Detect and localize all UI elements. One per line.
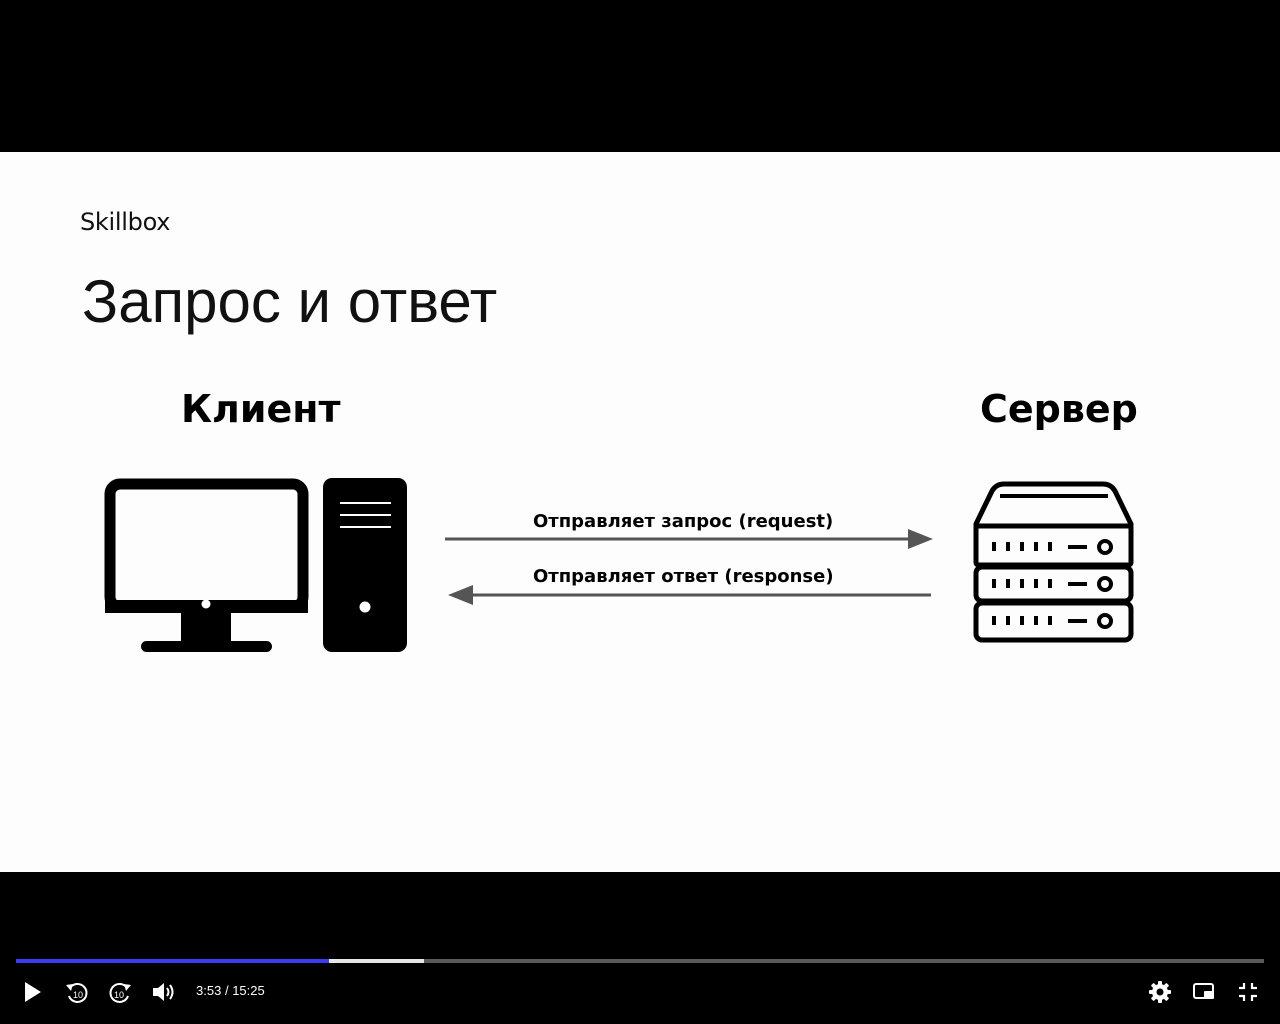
brand-logo: Skillbox — [80, 208, 171, 236]
volume-button[interactable] — [148, 976, 180, 1008]
server-icon — [973, 481, 1134, 643]
request-arrow — [445, 529, 933, 549]
client-label: Клиент — [181, 387, 341, 431]
svg-text:10: 10 — [73, 990, 83, 1000]
rewind-button[interactable]: 10 — [61, 976, 93, 1008]
fullscreen-button[interactable] — [1232, 976, 1264, 1008]
request-label: Отправляет запрос (request) — [533, 511, 834, 532]
response-arrow — [448, 585, 931, 605]
time-display: 3:53 / 15:25 — [196, 983, 265, 998]
video-frame[interactable] — [0, 152, 1280, 872]
gear-icon — [1149, 981, 1171, 1003]
play-button[interactable] — [16, 976, 48, 1008]
picture-in-picture-icon — [1193, 983, 1214, 999]
server-label: Сервер — [980, 387, 1138, 431]
response-label: Отправляет ответ (response) — [533, 566, 834, 587]
settings-button[interactable] — [1144, 976, 1176, 1008]
svg-text:10: 10 — [114, 990, 124, 1000]
forward-10-icon: 10 — [109, 983, 131, 1003]
duration: 15:25 — [232, 983, 265, 998]
forward-button[interactable]: 10 — [104, 976, 136, 1008]
exit-fullscreen-icon — [1239, 983, 1257, 1001]
current-time: 3:53 — [196, 983, 222, 998]
time-separator: / — [224, 983, 229, 998]
progress-bar[interactable] — [16, 959, 1264, 963]
play-icon — [25, 982, 41, 1002]
pip-button[interactable] — [1188, 976, 1220, 1008]
computer-icon — [104, 478, 407, 652]
volume-icon — [153, 983, 174, 1001]
progress-played — [16, 959, 329, 963]
slide-title: Запрос и ответ — [82, 268, 498, 335]
rewind-10-icon: 10 — [66, 983, 88, 1003]
